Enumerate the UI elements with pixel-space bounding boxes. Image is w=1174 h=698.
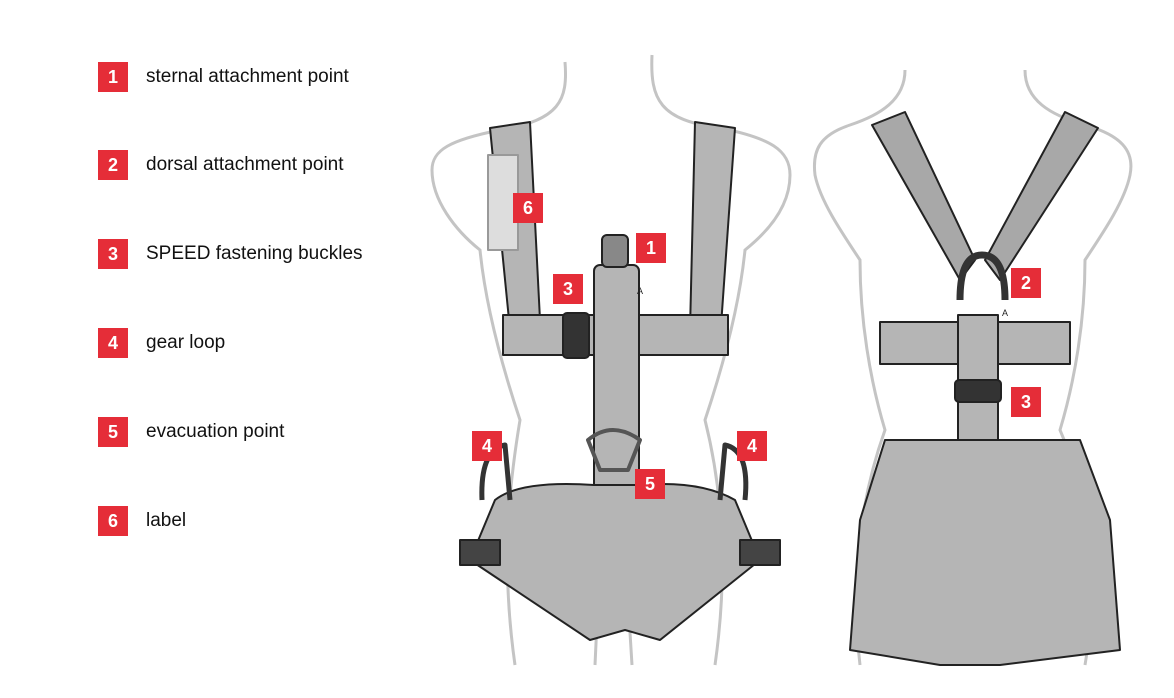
callout-gear-loop-right: 4 <box>737 431 767 461</box>
legend-label: label <box>146 510 187 531</box>
legend-badge: 4 <box>98 328 128 358</box>
legend-badge: 3 <box>98 239 128 269</box>
legend-label: SPEED fastening buckles <box>146 243 363 264</box>
legend-label: sternal attachment point <box>146 66 349 87</box>
legend-item: 1 sternal attachment point <box>98 62 349 92</box>
front-mark: A <box>637 286 643 296</box>
back-mark: A <box>1002 308 1008 318</box>
callout-label: 6 <box>513 193 543 223</box>
legend-badge: 1 <box>98 62 128 92</box>
legend-badge: 2 <box>98 150 128 180</box>
legend-label: evacuation point <box>146 421 285 442</box>
callout-dorsal: 2 <box>1011 268 1041 298</box>
callout-back-buckle: 3 <box>1011 387 1041 417</box>
legend-item: 3 SPEED fastening buckles <box>98 239 363 269</box>
back-harness <box>849 111 1121 666</box>
legend-item: 2 dorsal attachment point <box>98 150 344 180</box>
callout-evacuation: 5 <box>635 469 665 499</box>
callout-buckle: 3 <box>553 274 583 304</box>
legend-badge: 5 <box>98 417 128 447</box>
legend-label: dorsal attachment point <box>146 154 344 175</box>
legend-item: 6 label <box>98 506 186 536</box>
callout-gear-loop-left: 4 <box>472 431 502 461</box>
callout-sternal: 1 <box>636 233 666 263</box>
legend-item: 5 evacuation point <box>98 417 284 447</box>
legend-item: 4 gear loop <box>98 328 225 358</box>
legend-label: gear loop <box>146 332 226 353</box>
legend-badge: 6 <box>98 506 128 536</box>
